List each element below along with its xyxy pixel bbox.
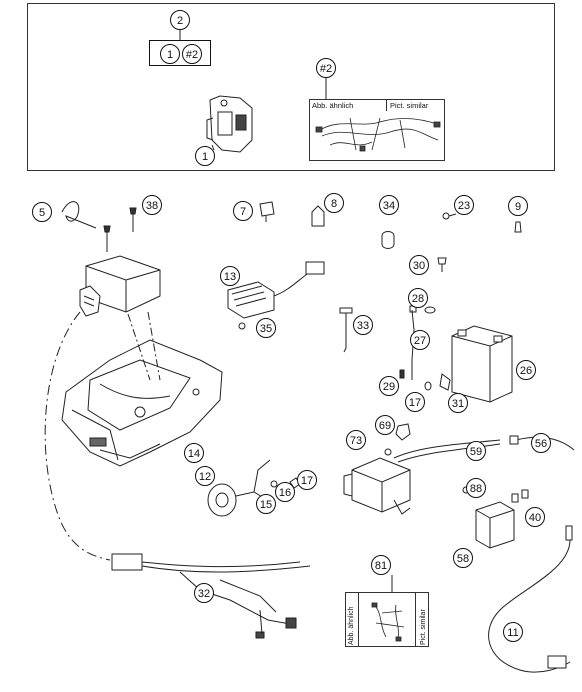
callout-16: 16 bbox=[275, 482, 295, 502]
kit-panel bbox=[27, 3, 555, 171]
bottom-note-left: Abb. ähnlich bbox=[348, 606, 355, 645]
callout-14: 14 bbox=[184, 443, 204, 463]
bottom-note-right: Pict. similar bbox=[420, 609, 427, 645]
callout-88: 88 bbox=[466, 478, 486, 498]
callout-8: 8 bbox=[324, 193, 344, 213]
callout-32: 32 bbox=[194, 583, 214, 603]
callout-58: 58 bbox=[453, 548, 473, 568]
callout-2: 2 bbox=[170, 10, 190, 30]
screw-drawing bbox=[103, 207, 137, 252]
relay-drawing bbox=[462, 486, 515, 549]
callout-5: 5 bbox=[32, 202, 52, 222]
starter-motor-drawing bbox=[343, 457, 411, 515]
harness-preview-drawing bbox=[315, 117, 441, 152]
callout-30: 30 bbox=[409, 255, 429, 275]
harness-note: Abb. ähnlich Pict. similar bbox=[309, 99, 445, 111]
note-left-label: Abb. ähnlich bbox=[312, 101, 354, 110]
callout-34: 34 bbox=[379, 195, 399, 215]
callout-13: 13 bbox=[220, 266, 240, 286]
callout-9: 9 bbox=[508, 196, 528, 216]
bottom-note-frame: Abb. ähnlich Pict. similar bbox=[345, 592, 429, 647]
callout-bracket: 1 bbox=[195, 146, 215, 166]
callout-28: 28 bbox=[408, 288, 428, 308]
horn-drawing bbox=[207, 459, 301, 517]
control-unit-drawing bbox=[79, 255, 161, 317]
callout-26: 26 bbox=[516, 360, 536, 380]
callout-33: 33 bbox=[353, 315, 373, 335]
callout-harness: #2 bbox=[316, 58, 336, 78]
bracket-drawing bbox=[206, 95, 253, 155]
callout-73: 73 bbox=[346, 430, 366, 450]
harness-drawing bbox=[111, 553, 311, 639]
callout-12: 12 bbox=[195, 466, 215, 486]
callout-23: 23 bbox=[454, 195, 474, 215]
set-item-2: #2 bbox=[182, 44, 202, 64]
callout-56: 56 bbox=[531, 433, 551, 453]
callout-15: 15 bbox=[256, 494, 276, 514]
callout-59: 59 bbox=[466, 441, 486, 461]
battery-drawing bbox=[451, 325, 513, 403]
callout-35: 35 bbox=[256, 318, 276, 338]
callout-7: 7 bbox=[233, 201, 253, 221]
callout-29: 29 bbox=[379, 376, 399, 396]
callout-81: 81 bbox=[371, 555, 391, 575]
regulator-drawing bbox=[227, 261, 325, 330]
callout-17-horn: 17 bbox=[297, 470, 317, 490]
callout-11: 11 bbox=[503, 622, 523, 642]
set-item-1: 1 bbox=[160, 44, 180, 64]
set-contents-box: 1 #2 bbox=[149, 40, 211, 66]
tray-drawing bbox=[61, 339, 223, 467]
callout-31: 31 bbox=[448, 393, 468, 413]
callout-40: 40 bbox=[525, 507, 545, 527]
note-right-label: Pict. similar bbox=[386, 100, 428, 111]
callout-38: 38 bbox=[142, 195, 162, 215]
callout-27: 27 bbox=[410, 330, 430, 350]
bottom-note-drawing bbox=[371, 602, 405, 642]
callout-69: 69 bbox=[375, 415, 395, 435]
callout-17-battery: 17 bbox=[405, 392, 425, 412]
